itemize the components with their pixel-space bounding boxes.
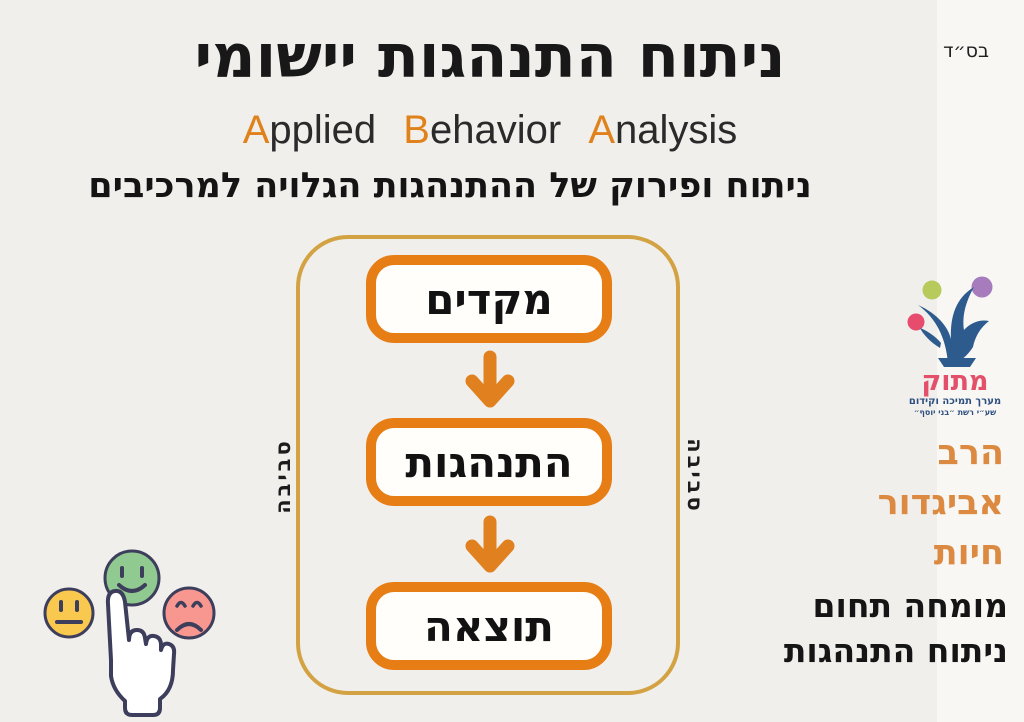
author-name-line: אביגדור <box>877 483 1004 523</box>
flowchart-box-antecedent: מקדים <box>366 255 612 343</box>
subtitle-word-behavior: Behavior <box>403 108 562 152</box>
page-title: ניתוח התנהגות יישומי <box>194 22 786 92</box>
author-role-line: מומחה תחום <box>812 586 1008 625</box>
flowchart-frame <box>296 235 680 695</box>
subtitle-word-applied: Applied <box>242 108 377 152</box>
bsd-header-text: בס״ד <box>943 40 989 62</box>
emoji-rating-illustration <box>43 549 216 717</box>
down-arrow-icon <box>465 515 515 573</box>
environment-label-right: סביבה <box>683 438 707 514</box>
subtitle-word-analysis: Analysis <box>588 108 738 152</box>
author-name: הרב אביגדור חיות <box>878 428 1004 578</box>
logo-tagline: מערך תמיכה וקידום <box>908 396 1002 407</box>
matok-logo-figure-icon <box>907 276 993 367</box>
neutral-face-icon <box>43 587 95 639</box>
environment-label-left: סביבה <box>271 438 295 514</box>
author-name-line: הרב <box>937 433 1004 473</box>
logo-name: מתוק <box>921 366 989 397</box>
flowchart-box-outcome: תוצאה <box>366 582 612 670</box>
pointing-hand-icon <box>105 588 177 717</box>
flowchart-box-behavior: התנהגות <box>366 418 612 506</box>
subtitle-hebrew: ניתוח ופירוק של ההתנהגות הגלויה למרכיבים <box>88 166 812 206</box>
matok-logo: מתוק מערך תמיכה וקידום שע״י רשת ״בני יוס… <box>890 272 1020 417</box>
subtitle-english: Applied Behavior Analysis <box>60 108 920 153</box>
author-name-line: חיות <box>933 533 1004 573</box>
author-role: מומחה תחום ניתוח התנהגות <box>784 583 1008 673</box>
author-role-line: ניתוח התנהגות <box>783 631 1008 670</box>
logo-subtagline: שע״י רשת ״בני יוסף״ <box>913 408 997 417</box>
sad-face-icon <box>162 586 216 640</box>
down-arrow-icon <box>465 350 515 408</box>
